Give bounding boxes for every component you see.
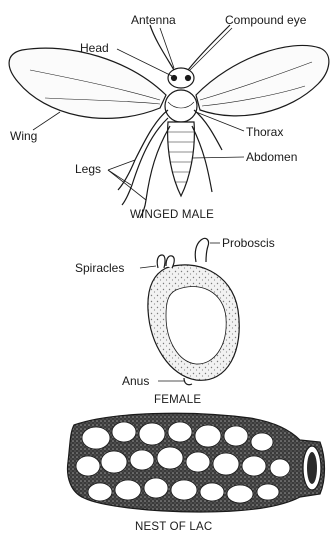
nest-of-lac-drawing [68, 413, 325, 512]
left-leg-hind [140, 126, 170, 218]
caption-female: FEMALE [154, 395, 201, 407]
label-head: Head [80, 42, 109, 54]
insect-thorax [165, 90, 197, 122]
label-anus: Anus [122, 375, 149, 387]
label-thorax: Thorax [246, 126, 283, 138]
proboscis-tube [195, 238, 208, 262]
left-leg-front [118, 110, 168, 190]
label-spiracles: Spiracles [75, 262, 124, 274]
right-antenna [188, 25, 230, 70]
right-leg-front [194, 110, 222, 150]
spiracle-right [166, 256, 174, 268]
label-proboscis: Proboscis [222, 237, 275, 249]
label-antenna: Antenna [131, 14, 176, 26]
left-leg-mid [122, 118, 168, 205]
spiracle-left [157, 255, 165, 268]
label-legs: Legs [75, 163, 101, 175]
left-antenna [150, 25, 174, 70]
right-wing [196, 45, 329, 115]
label-wing: Wing [10, 130, 37, 142]
insect-abdomen [168, 122, 195, 196]
caption-nest-of-lac: NEST OF LAC [135, 522, 212, 534]
label-compound-eye: Compound eye [225, 14, 306, 26]
right-leg-hind [192, 126, 212, 192]
female-drawing [148, 238, 239, 384]
left-wing [9, 48, 166, 118]
label-abdomen: Abdomen [246, 151, 297, 163]
caption-winged-male: WINGED MALE [130, 210, 214, 222]
